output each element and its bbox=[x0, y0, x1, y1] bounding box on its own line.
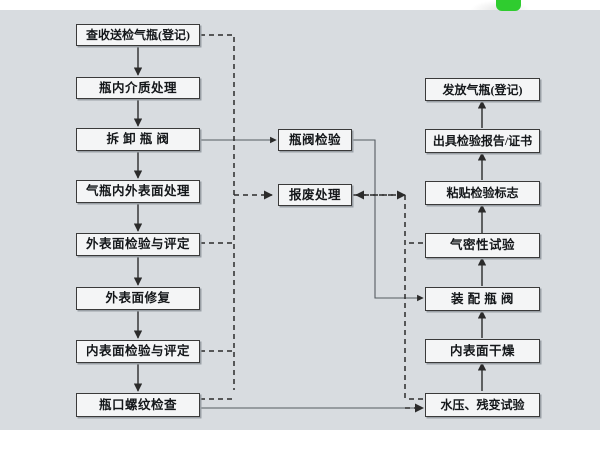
node-medium-treatment[interactable]: 瓶内介质处理 bbox=[76, 77, 200, 99]
node-remove-valve[interactable]: 拆 卸 瓶 阀 bbox=[76, 128, 200, 151]
node-thread-check[interactable]: 瓶口螺纹检查 bbox=[76, 393, 200, 417]
node-valve-inspection[interactable]: 瓶阀检验 bbox=[278, 129, 352, 151]
node-inspection-report[interactable]: 出具检验报告/证书 bbox=[425, 129, 540, 153]
node-assemble-valve[interactable]: 装 配 瓶 阀 bbox=[425, 287, 540, 311]
green-badge-icon bbox=[497, 0, 520, 10]
node-inner-surface-inspection[interactable]: 内表面检验与评定 bbox=[76, 340, 200, 363]
diagram-canvas bbox=[0, 10, 600, 430]
node-scrap-handling[interactable]: 报废处理 bbox=[278, 184, 352, 206]
node-inspection-label[interactable]: 粘贴检验标志 bbox=[425, 181, 540, 205]
node-surface-treatment[interactable]: 气瓶内外表面处理 bbox=[76, 180, 200, 203]
node-hydrostatic-test[interactable]: 水压、残变试验 bbox=[425, 393, 540, 417]
node-issue-cylinder[interactable]: 发放气瓶(登记) bbox=[425, 78, 540, 101]
node-outer-surface-repair[interactable]: 外表面修复 bbox=[76, 287, 200, 310]
node-receive-cylinder[interactable]: 查收送检气瓶(登记) bbox=[76, 24, 200, 46]
node-inner-surface-drying[interactable]: 内表面干燥 bbox=[425, 339, 540, 363]
node-airtightness-test[interactable]: 气密性试验 bbox=[425, 233, 540, 258]
node-outer-surface-inspection[interactable]: 外表面检验与评定 bbox=[76, 233, 200, 256]
